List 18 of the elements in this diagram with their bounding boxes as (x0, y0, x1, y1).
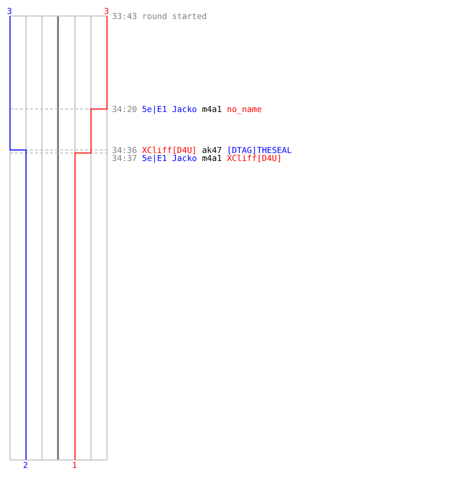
player-name: 5e|E1 Jacko (142, 105, 197, 113)
weapon-name: ak47 (202, 146, 222, 154)
player-name: XCliff[D4U] (226, 154, 282, 162)
player-name: XCliff[D4U] (142, 146, 197, 154)
player-name: [DTAG]THESEAL (226, 146, 292, 154)
player-name: no_name (226, 105, 262, 113)
weapon-name: m4a1 (202, 105, 222, 113)
weapon-name: m4a1 (202, 154, 222, 162)
timestamp: 34:20 (112, 105, 137, 113)
weapon-name: 33:43 (112, 12, 137, 20)
player-name: 5e|E1 Jacko (142, 154, 197, 162)
timestamp: 34:36 (112, 146, 137, 154)
event-text: round started (142, 12, 207, 20)
player-count: 3 (7, 7, 12, 15)
player-count: 1 (72, 461, 77, 469)
player-count: 3 (104, 7, 109, 15)
player-count: 2 (23, 461, 28, 469)
timestamp: 34:37 (112, 154, 137, 162)
